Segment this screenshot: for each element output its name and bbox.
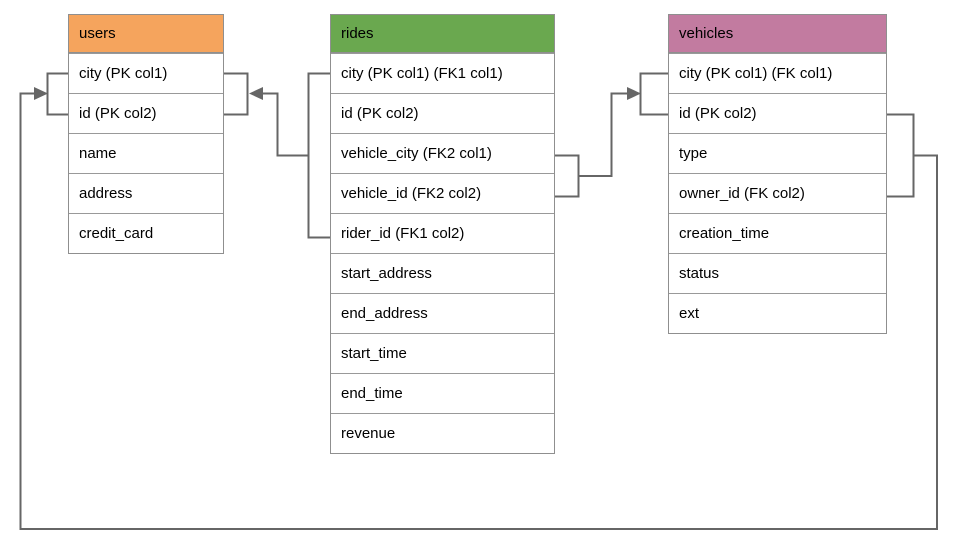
arrowhead-right-icon [34,87,48,100]
rides-col-rider-id: rider_id (FK1 col2) [331,213,554,253]
vehicles-col-type: type [669,133,886,173]
rides-col-end-time: end_time [331,373,554,413]
rides-col-id: id (PK col2) [331,93,554,133]
vehicles-col-id: id (PK col2) [669,93,886,133]
rides-col-revenue: revenue [331,413,554,453]
users-col-name: name [69,133,223,173]
relationship-vehicles-to-users [19,72,938,530]
arrowhead-right-icon [627,87,641,100]
rides-col-end-address: end_address [331,293,554,333]
table-vehicles-header: vehicles [669,15,886,53]
users-col-id: id (PK col2) [69,93,223,133]
table-rides-header: rides [331,15,554,53]
vehicles-col-ext: ext [669,293,886,333]
rides-col-start-time: start_time [331,333,554,373]
vehicles-col-owner-id: owner_id (FK col2) [669,173,886,213]
vehicles-col-status: status [669,253,886,293]
rides-col-city: city (PK col1) (FK1 col1) [331,53,554,93]
relationship-rides-to-users [222,72,330,239]
rides-col-vehicle-city: vehicle_city (FK2 col1) [331,133,554,173]
arrowhead-left-icon [249,87,263,100]
rides-col-start-address: start_address [331,253,554,293]
users-col-city: city (PK col1) [69,53,223,93]
table-users-header: users [69,15,223,53]
relationship-rides-to-vehicles [553,72,668,198]
rides-col-vehicle-id: vehicle_id (FK2 col2) [331,173,554,213]
table-vehicles: vehicles city (PK col1) (FK col1) id (PK… [668,14,887,334]
vehicles-col-creation-time: creation_time [669,213,886,253]
table-rides: rides city (PK col1) (FK1 col1) id (PK c… [330,14,555,454]
users-col-credit-card: credit_card [69,213,223,253]
users-col-address: address [69,173,223,213]
vehicles-col-city: city (PK col1) (FK col1) [669,53,886,93]
table-users: users city (PK col1) id (PK col2) name a… [68,14,224,254]
